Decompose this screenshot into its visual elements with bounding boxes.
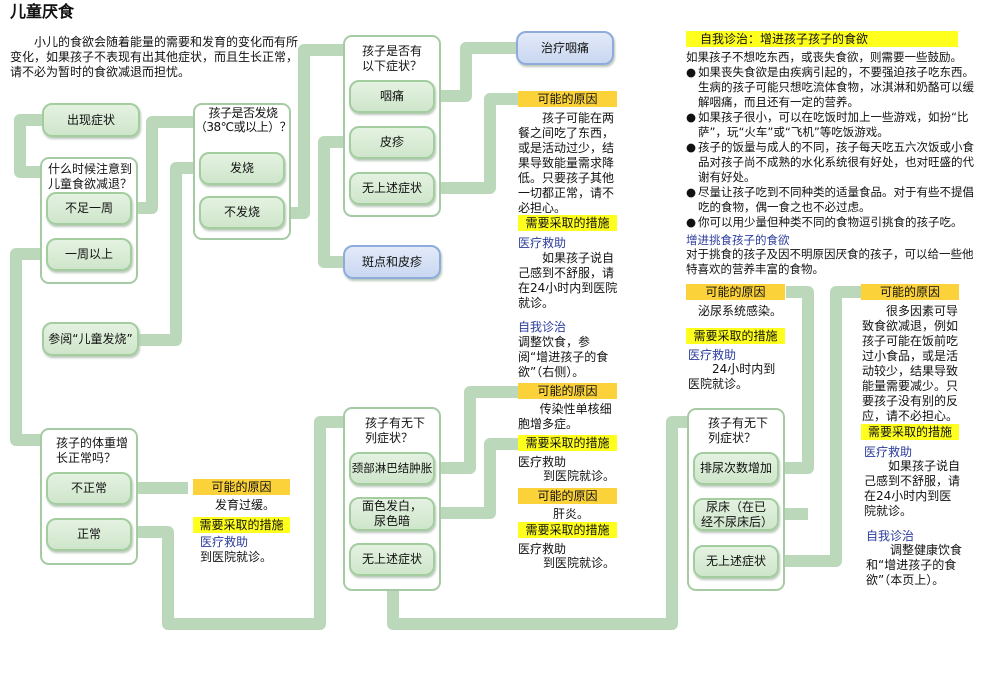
cause-text: 发育过缓。 — [215, 498, 276, 512]
medical-help-text: 24小时内到医院就诊。 — [688, 362, 776, 391]
connector-q1a-q2 — [132, 116, 196, 214]
option-bedwetting[interactable]: 尿床（在已经不尿床后） — [693, 498, 779, 531]
action-header: 需要采取的措施 — [518, 215, 617, 231]
option-swollen-lymph[interactable]: 颈部淋巴结肿胀 — [349, 452, 435, 485]
question-duration: 什么时候注意到儿童食欲减退？ — [48, 162, 133, 191]
connector-q6none-p6 — [779, 286, 861, 567]
connector-q1b-q4 — [10, 248, 46, 446]
page-title: 儿童厌食 — [10, 2, 75, 21]
advice-header: 自我诊治：增进孩子孩子的食欲 — [686, 31, 958, 47]
connector-urine-p5 — [779, 286, 814, 474]
node-treat-sore-throat[interactable]: 治疗咽痛 — [516, 31, 614, 65]
action-header: 需要采取的措施 — [518, 522, 617, 538]
advice-item: 孩子的饭量与成人的不同，孩子每天吃五六次饭或小食品对孩子尚不成熟的水化系统很有好… — [686, 140, 976, 185]
medical-help-label: 医疗救助 — [200, 535, 249, 549]
connector-start-q1 — [14, 114, 46, 178]
advice-item: 如果丧失食欲是由疾病引起的，不要强迫孩子吃东西。生病的孩子可能只想吃流体食物，冰… — [686, 65, 976, 110]
action-header: 需要采取的措施 — [193, 517, 290, 533]
medical-help-label: 医疗救助 — [518, 236, 567, 250]
action-header: 需要采取的措施 — [518, 435, 617, 451]
connector-rash-spots — [318, 136, 349, 268]
medical-help-text: 如果孩子说自己感到不舒服，请在24小时内到医院就诊。 — [864, 459, 961, 518]
question-symptoms3: 孩子有无下列症状？ — [708, 416, 769, 445]
advice-item: 你可以用少量但种类不同的食物逗引挑食的孩子吃。 — [686, 215, 976, 230]
node-start[interactable]: 出现症状 — [42, 103, 140, 137]
connector-throat-treat — [435, 42, 516, 102]
option-frequent-urination[interactable]: 排尿次数增加 — [693, 452, 779, 485]
medical-help-text: 如果孩子说自己感到不舒服，请在24小时内到医院就诊。 — [518, 251, 618, 310]
medical-help-label: 医疗救助 — [518, 455, 567, 469]
picky-eater-title: 增进挑食孩子的食欲 — [686, 233, 790, 247]
cause-text: 肝炎。 — [553, 507, 590, 521]
self-care-text: 调整健康饮食和“增进孩子的食欲”（本页上）。 — [866, 543, 963, 587]
connector-q5none-q6 — [387, 416, 700, 630]
medical-help-label: 医疗救助 — [864, 445, 913, 459]
option-no-fever[interactable]: 不发烧 — [199, 196, 285, 229]
connector-normal-q5 — [132, 416, 350, 630]
node-see-child-fever[interactable]: 参阅“儿童发烧” — [42, 322, 139, 356]
option-abnormal[interactable]: 不正常 — [46, 472, 132, 505]
connector-fever-see — [139, 162, 199, 346]
node-spots-and-rash[interactable]: 斑点和皮疹 — [343, 245, 441, 279]
picky-eater-text: 对于挑食的孩子及因不明原因厌食的孩子，可以给一些他特喜欢的营养丰富的食物。 — [686, 247, 974, 276]
medical-help-text: 到医院就诊。 — [200, 550, 273, 564]
medical-help-label: 医疗救助 — [688, 348, 737, 362]
self-care-label: 自我诊治 — [866, 529, 915, 543]
option-fever[interactable]: 发烧 — [199, 152, 285, 185]
action-header: 需要采取的措施 — [861, 424, 959, 440]
question-symptoms1: 孩子是否有以下症状？ — [362, 44, 423, 73]
option-normal[interactable]: 正常 — [46, 518, 132, 551]
cause-header: 可能的原因 — [861, 284, 959, 300]
cause-header: 可能的原因 — [518, 91, 617, 107]
advice-item: 如果孩子很小，可以在吃饭时加上一些游戏，如扮“比萨”，玩“火车”或“飞机”等吃饭… — [686, 110, 976, 140]
connector-nofever-q3 — [285, 44, 350, 219]
cause-header: 可能的原因 — [686, 284, 785, 300]
option-less-than-week[interactable]: 不足一周 — [46, 192, 132, 225]
question-symptoms2: 孩子有无下列症状？ — [365, 416, 426, 445]
advice-item: 尽量让孩子吃到不同种类的适量食品。对于有些不提倡吃的食物，偶一食之也不必过虑。 — [686, 185, 976, 215]
connector-pale-p3 — [435, 438, 518, 519]
option-none-above-1[interactable]: 无上述症状 — [349, 172, 435, 205]
question-fever: 孩子是否发烧（38℃或以上）？ — [194, 106, 292, 134]
cause-header: 可能的原因 — [518, 488, 617, 504]
self-care-text: 调整饮食，参阅“增进孩子的食欲”（右侧）。 — [518, 335, 609, 379]
cause-header: 可能的原因 — [518, 383, 617, 399]
option-sore-throat[interactable]: 咽痛 — [349, 80, 435, 113]
cause-text: 传染性单核细胞增多症。 — [518, 402, 612, 431]
option-pale-dark-urine[interactable]: 面色发白，尿色暗 — [349, 497, 435, 531]
medical-help-text: 到医院就诊。 — [543, 469, 616, 483]
option-none-above-3[interactable]: 无上述症状 — [693, 545, 779, 578]
question-weight: 孩子的体重增长正常吗？ — [56, 436, 129, 465]
option-rash[interactable]: 皮疹 — [349, 126, 435, 159]
option-none-above-2[interactable]: 无上述症状 — [349, 543, 435, 576]
option-more-than-week[interactable]: 一周以上 — [46, 238, 132, 271]
self-care-label: 自我诊治 — [518, 320, 567, 334]
cause-header: 可能的原因 — [193, 479, 290, 495]
advice-lead: 如果孩子不想吃东西，或丧失食欲，则需要一些鼓励。 — [686, 50, 962, 64]
medical-help-text: 到医院就诊。 — [543, 556, 616, 570]
advice-body: 如果孩子不想吃东西，或丧失食欲，则需要一些鼓励。 如果丧失食欲是由疾病引起的，不… — [686, 50, 976, 230]
connector-lymph-p2 — [435, 386, 518, 474]
cause-text: 很多因素可导致食欲减退，例如孩子可能在饭前吃过小食品，或是活动较少，结果导致能量… — [862, 304, 959, 423]
intro-text: 小儿的食欲会随着能量的需要和发育的变化而有所变化，如果孩子不表现有出其他症状，而… — [10, 35, 299, 79]
cause-text: 泌尿系统感染。 — [698, 304, 783, 318]
advice-list: 如果丧失食欲是由疾病引起的，不要强迫孩子吃东西。生病的孩子可能只想吃流体食物，冰… — [686, 65, 976, 230]
connector-none-p1 — [435, 93, 518, 194]
cause-text: 孩子可能在两餐之间吃了东西，或是活动过少，结果导致能量需求降低。只要孩子其他一切… — [518, 111, 615, 215]
action-header: 需要采取的措施 — [686, 328, 785, 344]
medical-help-label: 医疗救助 — [518, 542, 567, 556]
